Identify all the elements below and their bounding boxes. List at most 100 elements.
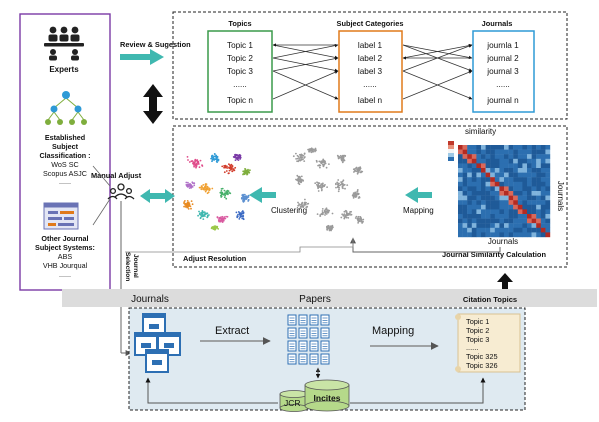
- heatmap-cell: [490, 200, 495, 205]
- heatmap-cell: [476, 195, 482, 201]
- scatter-point: [204, 213, 207, 216]
- mapping-label-bottom: Mapping: [372, 325, 414, 337]
- heatmap-cell: [494, 158, 500, 164]
- heatmap-cell: [513, 172, 518, 178]
- heatmap-cell: [508, 223, 514, 228]
- heatmap-cell: [471, 232, 477, 238]
- scatter-point: [225, 215, 228, 218]
- scatter-point: [201, 214, 203, 217]
- scatter-point: [202, 214, 205, 217]
- heatmap-cell: [531, 145, 537, 150]
- heatmap-cell: [536, 195, 541, 201]
- heatmap-cell: [471, 186, 477, 192]
- heatmap-cell: [540, 154, 546, 159]
- heatmap-cell: [485, 149, 491, 155]
- vhb-label: VHB Jourqual: [43, 261, 88, 270]
- heatmap-cell: [462, 168, 468, 173]
- papers-grid-icon: [287, 314, 330, 365]
- heatmap-cell: [527, 172, 532, 178]
- scatter-point: [199, 216, 202, 219]
- heatmap-cell: [499, 163, 505, 169]
- scatter-point: [242, 193, 245, 196]
- heatmap-cell: [481, 149, 486, 155]
- scatter-point: [300, 181, 303, 184]
- resolution-feedback-line: [125, 238, 354, 253]
- scatter-point: [342, 157, 345, 159]
- heatmap-cell: [517, 177, 523, 182]
- heatmap-cell: [527, 163, 532, 169]
- heatmap-cell: [545, 214, 551, 219]
- scatter-point: [225, 170, 228, 172]
- heatmap-cell: [545, 223, 551, 228]
- scatter-point: [240, 213, 243, 215]
- scatter-point: [321, 188, 323, 191]
- scatter-point: [216, 216, 219, 218]
- heatmap-cell: [545, 218, 551, 224]
- established-dots: ......: [59, 177, 71, 186]
- abs-label: ABS: [58, 252, 73, 261]
- heatmap-cell: [508, 163, 514, 169]
- scatter-point: [350, 210, 352, 213]
- heatmap-cell: [545, 200, 551, 205]
- double-vertical-arrow: [143, 84, 163, 124]
- journal-selection-label-2: Selection: [124, 252, 131, 281]
- heatmap-cell: [517, 195, 523, 201]
- scatter-point: [204, 190, 207, 193]
- heatmap-cell: [522, 158, 528, 164]
- scatter-point: [223, 193, 226, 196]
- heatmap-cell: [527, 158, 532, 164]
- scatter-point: [357, 168, 360, 171]
- scatter-point: [362, 218, 365, 221]
- scatter-point: [215, 155, 218, 158]
- heatmap-cell: [485, 168, 491, 173]
- scatter-point: [357, 215, 360, 218]
- scatter-point: [200, 188, 203, 191]
- scatter-point: [236, 154, 238, 156]
- heatmap-cell: [476, 149, 482, 155]
- heatmap-cell: [499, 209, 505, 215]
- heatmap-cell: [508, 214, 514, 219]
- heatmap-cell: [499, 154, 505, 159]
- scatter-point: [299, 178, 301, 181]
- scatter-point: [215, 226, 218, 229]
- heatmap-cell: [485, 214, 491, 219]
- heatmap-cell: [504, 214, 509, 219]
- heatmap-cell: [485, 172, 491, 178]
- scatter-point: [343, 217, 346, 220]
- heatmap-cell: [458, 200, 463, 205]
- citation-topic-item: Topic 1: [466, 317, 489, 326]
- gray-bar-citation-topics: Citation Topics: [463, 295, 517, 304]
- paper-icon: [298, 314, 308, 326]
- heatmap-cell: [536, 209, 541, 215]
- scatter-point: [211, 227, 214, 229]
- scatter-point: [228, 163, 230, 166]
- scatter-point: [318, 160, 321, 163]
- similarity-colorbar: [448, 141, 454, 161]
- heatmap-cell: [508, 186, 514, 192]
- paper-icon: [287, 327, 297, 339]
- journals-stack-details: [135, 314, 180, 365]
- scatter-point: [300, 158, 303, 161]
- heatmap-cell: [494, 191, 500, 196]
- journal-window-icon: [43, 202, 79, 230]
- heatmap-cell: [517, 209, 523, 215]
- heatmap-cell: [513, 232, 518, 238]
- scatter-point: [223, 196, 226, 199]
- heatmap-cell: [471, 163, 477, 169]
- heatmap-cell: [545, 154, 551, 159]
- scatter-point: [322, 212, 324, 214]
- jcr-database-icon: [279, 390, 309, 412]
- scatter-point: [314, 150, 316, 153]
- scatter-point: [187, 159, 189, 161]
- experts-label: Experts: [49, 65, 79, 74]
- heatmap-cell: [467, 204, 472, 210]
- heatmap-cell: [517, 163, 523, 169]
- heatmap-cell: [508, 204, 514, 210]
- scatter-point: [326, 186, 328, 189]
- heatmap-cell: [476, 154, 482, 159]
- heatmap-cell: [527, 168, 532, 173]
- scatter-point: [356, 190, 359, 193]
- heatmap-cell: [508, 200, 514, 205]
- other-systems-label-1: Other Journal: [41, 234, 88, 243]
- heatmap-cell: [522, 214, 528, 219]
